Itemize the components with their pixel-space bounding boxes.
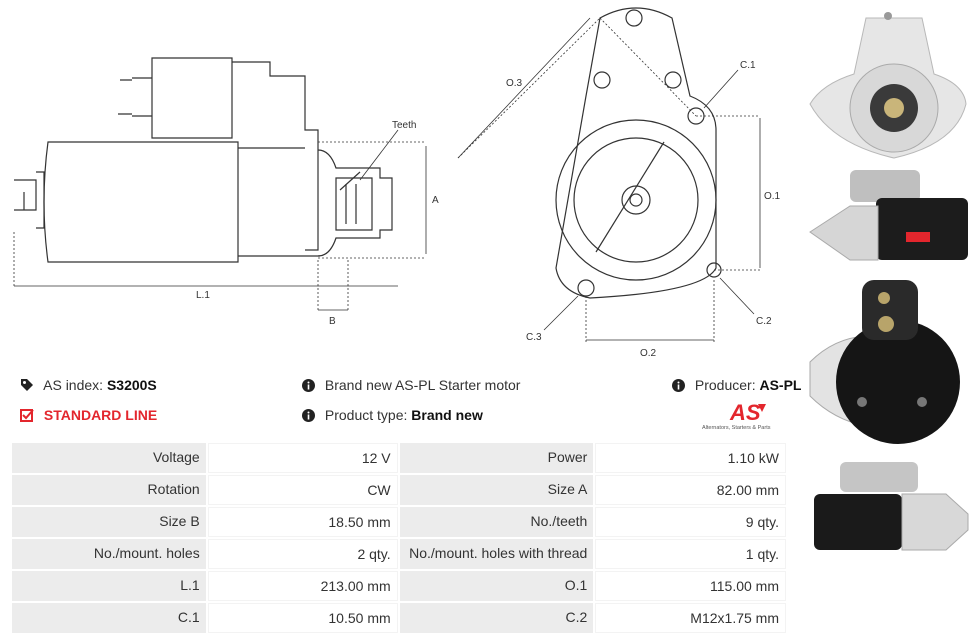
as-pl-logo: AS Alternators, Starters & Parts — [702, 400, 771, 431]
photo-front-view[interactable] — [806, 4, 974, 164]
spec-label: Size A — [399, 475, 594, 505]
technical-drawing: Teeth A L.1 B O.3 C.1 O.1 C.2 C.3 O.2 — [13, 7, 781, 359]
standard-line-text: STANDARD LINE — [43, 407, 158, 423]
photo-top-view[interactable] — [806, 458, 974, 558]
spec-value: 9 qty. — [595, 507, 786, 537]
producer-label: Producer: — [694, 377, 756, 393]
brand-info: Brand new AS-PL Starter motor — [302, 377, 520, 393]
standard-line: STANDARD LINE — [20, 407, 157, 423]
info-icon — [302, 379, 315, 392]
spec-value: M12x1.75 mm — [595, 603, 786, 633]
front-housing-circle — [555, 119, 717, 281]
spec-value: 12 V — [207, 443, 398, 473]
label-c2: C.2 — [756, 316, 772, 327]
tag-icon — [21, 379, 33, 391]
label-c1: C.1 — [740, 60, 756, 71]
label-a: A — [432, 195, 439, 206]
label-o3: O.3 — [506, 78, 523, 89]
dim-line-o3 — [457, 17, 591, 159]
spec-label: C.1 — [12, 603, 206, 633]
spec-value: 10.50 mm — [207, 603, 398, 633]
spec-value: 2 qty. — [207, 539, 398, 569]
producer-value: AS-PL — [759, 377, 802, 393]
label-l1: L.1 — [196, 290, 210, 301]
label-b: B — [329, 316, 336, 327]
producer: Producer: AS-PL — [672, 377, 801, 393]
label-teeth: Teeth — [392, 120, 416, 131]
logo-mark: AS — [729, 400, 761, 425]
solenoid-outline — [151, 57, 233, 139]
spec-label: L.1 — [12, 571, 206, 601]
front-flange-outline — [555, 7, 717, 299]
info-icon — [302, 409, 315, 422]
label-o2: O.2 — [640, 348, 657, 359]
info-icon — [672, 379, 685, 392]
spec-label: Size B — [12, 507, 206, 537]
logo-tagline: Alternators, Starters & Parts — [702, 425, 771, 431]
spec-label: C.2 — [399, 603, 594, 633]
photo-rear-view[interactable] — [806, 276, 974, 452]
brand-text: Brand new AS-PL Starter motor — [324, 377, 521, 393]
spec-label: No./mount. holes with thread — [399, 539, 594, 569]
as-index: AS index: S3200S — [20, 377, 157, 393]
as-index-value: S3200S — [106, 377, 157, 393]
drive-nose-outline — [317, 149, 393, 257]
label-c3: C.3 — [526, 332, 542, 343]
as-index-label: AS index: — [43, 377, 104, 393]
product-type-value: Brand new — [411, 407, 483, 423]
product-photos — [806, 2, 974, 634]
product-type: Product type: Brand new — [302, 407, 483, 423]
spec-value: 115.00 mm — [595, 571, 786, 601]
spec-value: CW — [207, 475, 398, 505]
spec-value: 213.00 mm — [207, 571, 398, 601]
spec-label: Rotation — [12, 475, 206, 505]
spec-label: No./mount. holes — [12, 539, 206, 569]
spec-label: Voltage — [12, 443, 206, 473]
photo-side-view[interactable] — [806, 162, 974, 270]
label-o1: O.1 — [764, 191, 781, 202]
product-type-label: Product type: — [324, 407, 408, 423]
spec-value: 1.10 kW — [595, 443, 786, 473]
spec-value: 82.00 mm — [595, 475, 786, 505]
spec-value: 1 qty. — [595, 539, 786, 569]
spec-value: 18.50 mm — [207, 507, 398, 537]
motor-body-outline — [43, 141, 239, 263]
checkbox-icon — [20, 409, 34, 422]
spec-label: No./teeth — [399, 507, 594, 537]
spec-label: O.1 — [399, 571, 594, 601]
spec-label: Power — [399, 443, 594, 473]
